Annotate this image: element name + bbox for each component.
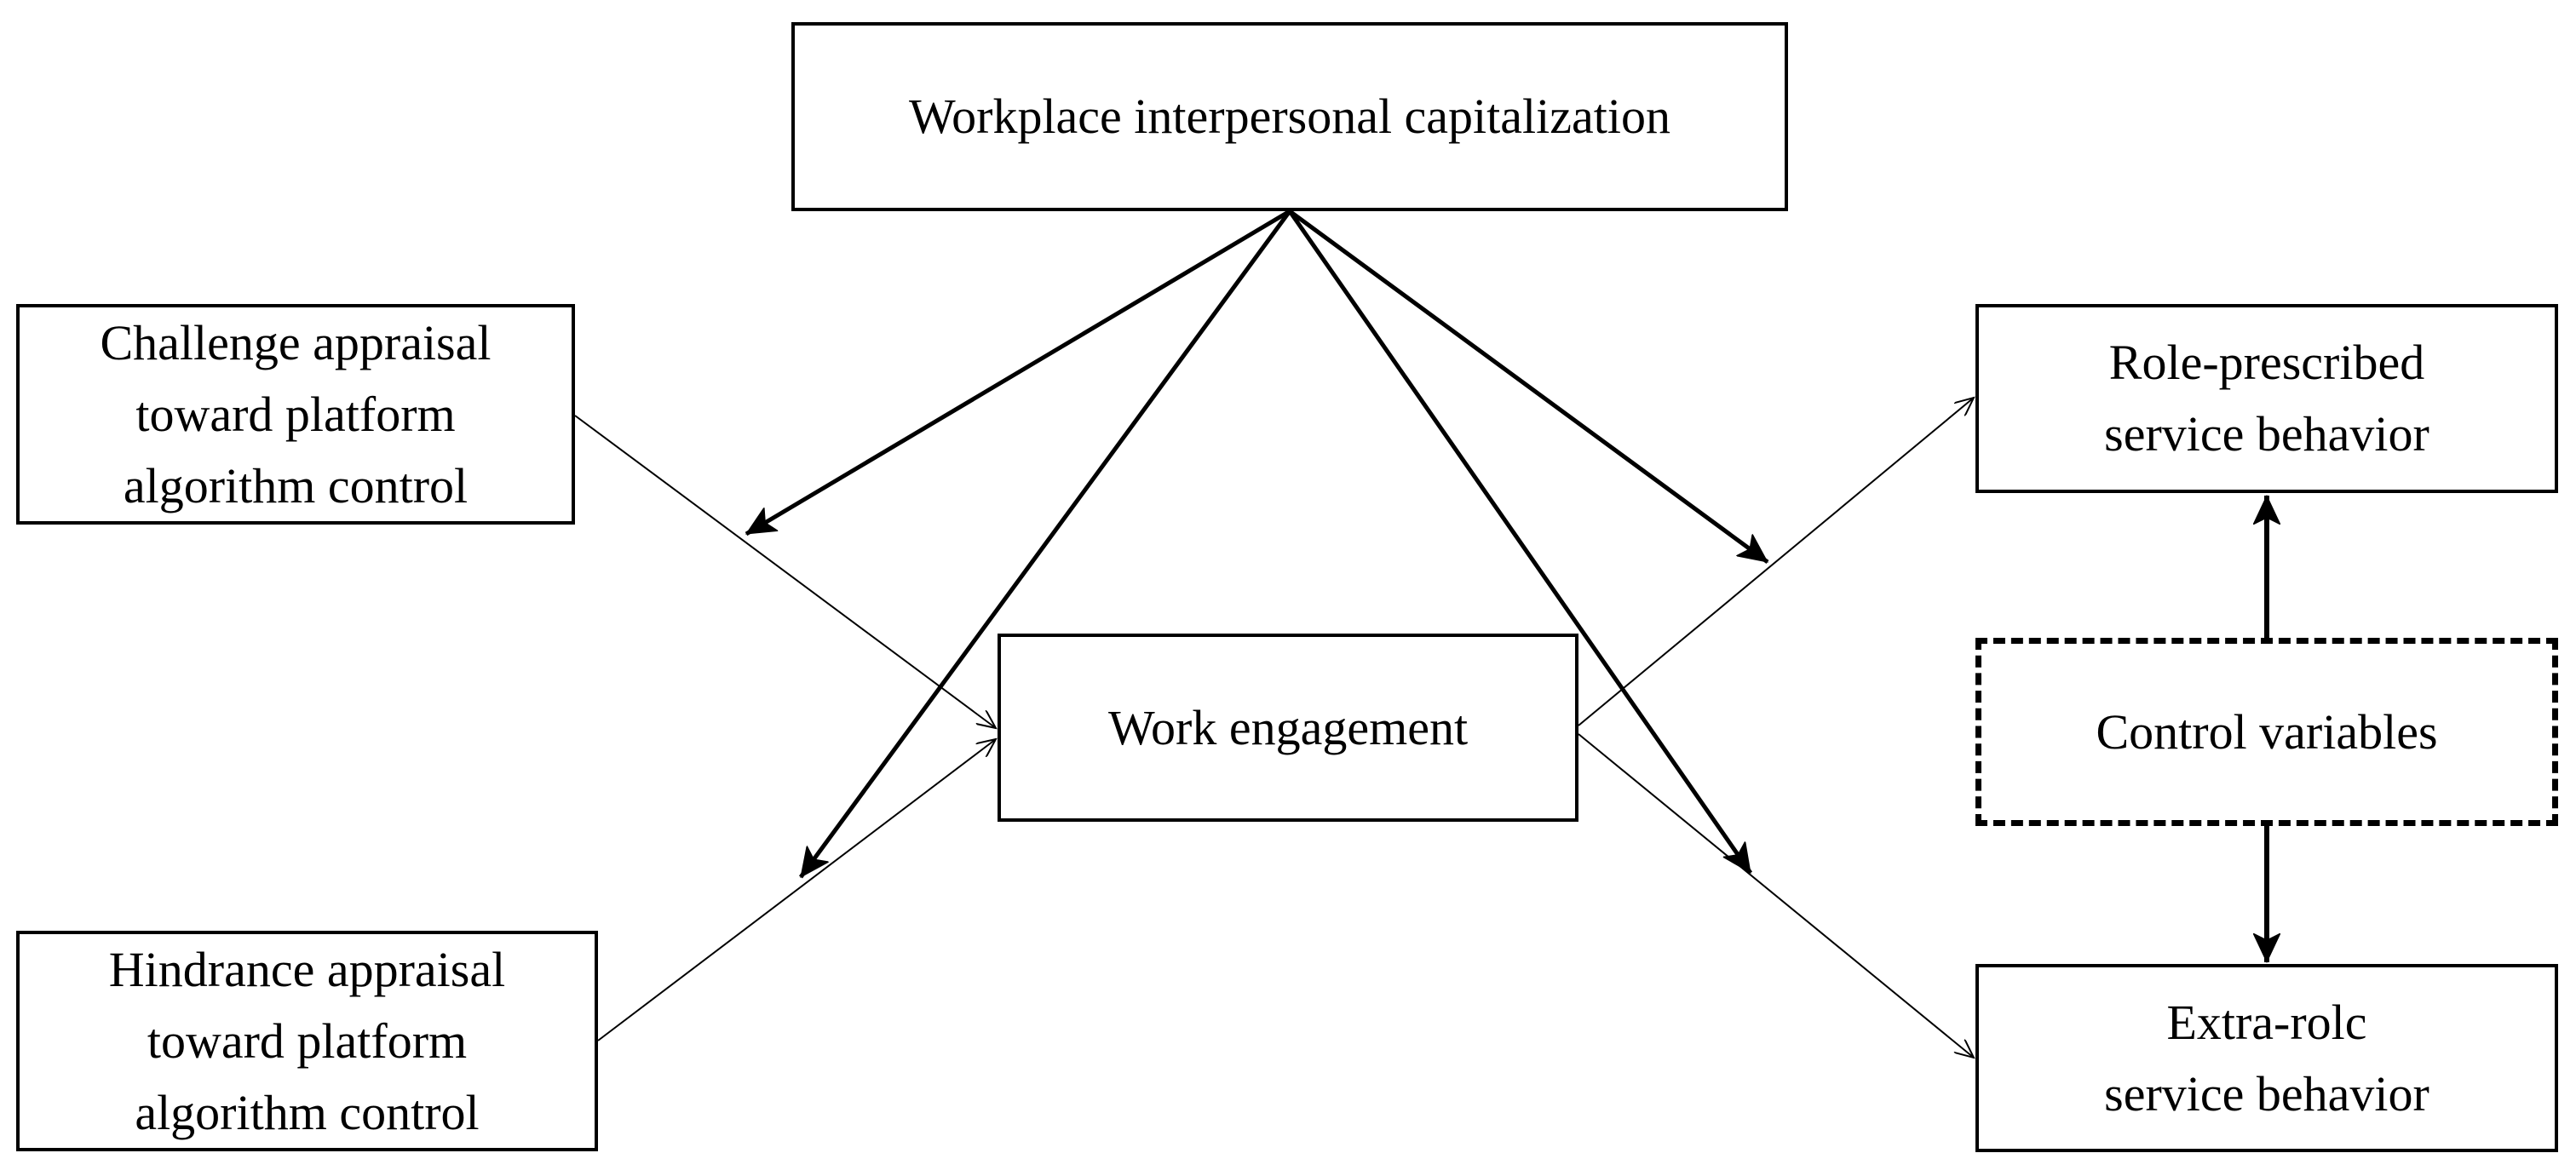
arrow-capitalization-to-extra-role-path <box>1287 209 1753 875</box>
arrow-capitalization-to-challenge-path <box>745 209 1291 536</box>
node-label: Extra-rolc service behavior <box>2104 994 2429 1122</box>
arrow-capitalization-to-role-path <box>1288 209 1769 565</box>
node-workplace-interpersonal-capitalization: Workplace interpersonal capitalization <box>791 22 1788 211</box>
node-label: Workplace interpersonal capitalization <box>909 89 1670 144</box>
node-label: Role-prescribed service behavior <box>2104 335 2429 462</box>
node-label: Control variables <box>2096 703 2438 760</box>
arrow-hindrance-to-engagement <box>597 739 996 1041</box>
node-challenge-appraisal: Challenge appraisal toward platform algo… <box>16 304 575 525</box>
node-control-variables: Control variables <box>1975 638 2558 826</box>
node-label: Work engagement <box>1107 699 1469 755</box>
node-label: Challenge appraisal toward platform algo… <box>100 314 492 513</box>
node-extra-role-service-behavior: Extra-rolc service behavior <box>1975 964 2558 1152</box>
arrow-challenge-to-engagement <box>574 415 996 728</box>
arrow-engagement-to-extra-role <box>1578 733 1974 1058</box>
arrow-capitalization-to-hindrance-path <box>798 209 1292 879</box>
node-work-engagement: Work engagement <box>998 634 1578 822</box>
arrow-engagement-to-role <box>1578 398 1974 726</box>
node-role-prescribed-service-behavior: Role-prescribed service behavior <box>1975 304 2558 493</box>
node-label: Hindrance appraisal toward platform algo… <box>108 941 506 1140</box>
node-hindrance-appraisal: Hindrance appraisal toward platform algo… <box>16 931 598 1151</box>
